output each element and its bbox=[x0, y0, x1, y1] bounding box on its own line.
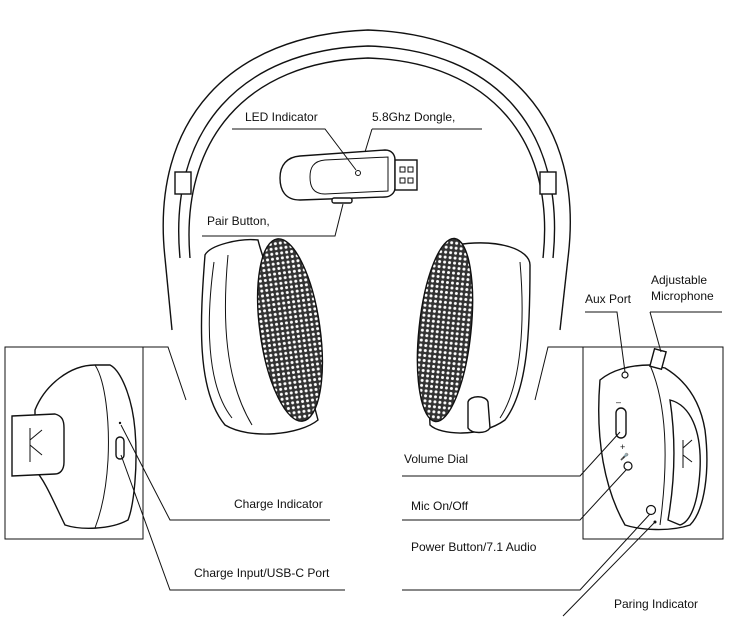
left-earcup bbox=[200, 238, 324, 435]
label-adjustable-microphone-1: Adjustable bbox=[651, 273, 708, 287]
power-button-shape bbox=[645, 504, 657, 516]
label-led-indicator: LED Indicator bbox=[245, 110, 318, 124]
mic-button-shape bbox=[623, 461, 633, 471]
label-aux-port: Aux Port bbox=[585, 292, 632, 306]
left-inset-box bbox=[4, 346, 345, 591]
led-indicator-dot bbox=[355, 170, 361, 176]
label-power-button: Power Button/7.1 Audio bbox=[411, 540, 537, 554]
mic-mark: 🎤 bbox=[620, 454, 629, 461]
right-leaders bbox=[402, 311, 722, 617]
right-speaker-mesh bbox=[416, 237, 474, 423]
headband bbox=[162, 29, 571, 331]
pair-button-shape bbox=[331, 197, 353, 204]
label-mic-on-off: Mic On/Off bbox=[411, 499, 469, 513]
left-speaker-mesh bbox=[256, 238, 324, 422]
label-charge-indicator: Charge Indicator bbox=[234, 497, 323, 511]
usb-c-port-shape bbox=[115, 436, 125, 460]
right-inset-box bbox=[534, 346, 724, 540]
aux-port-shape bbox=[621, 371, 629, 379]
right-earcup bbox=[416, 237, 531, 434]
label-paring-indicator: Paring Indicator bbox=[614, 597, 699, 611]
label-adjustable-microphone-2: Microphone bbox=[651, 289, 714, 303]
volume-plus-mark: + bbox=[620, 442, 626, 452]
volume-dial-shape bbox=[615, 407, 627, 439]
volume-minus-mark: – bbox=[616, 397, 622, 407]
label-volume-dial: Volume Dial bbox=[404, 452, 469, 466]
label-dongle: 5.8Ghz Dongle, bbox=[372, 110, 456, 124]
usb-dongle bbox=[279, 149, 418, 204]
dongle-leaders bbox=[202, 128, 482, 237]
charge-indicator-dot bbox=[118, 421, 122, 425]
label-pair-button: Pair Button, bbox=[207, 214, 270, 228]
label-charge-input: Charge Input/USB-C Port bbox=[194, 566, 330, 580]
